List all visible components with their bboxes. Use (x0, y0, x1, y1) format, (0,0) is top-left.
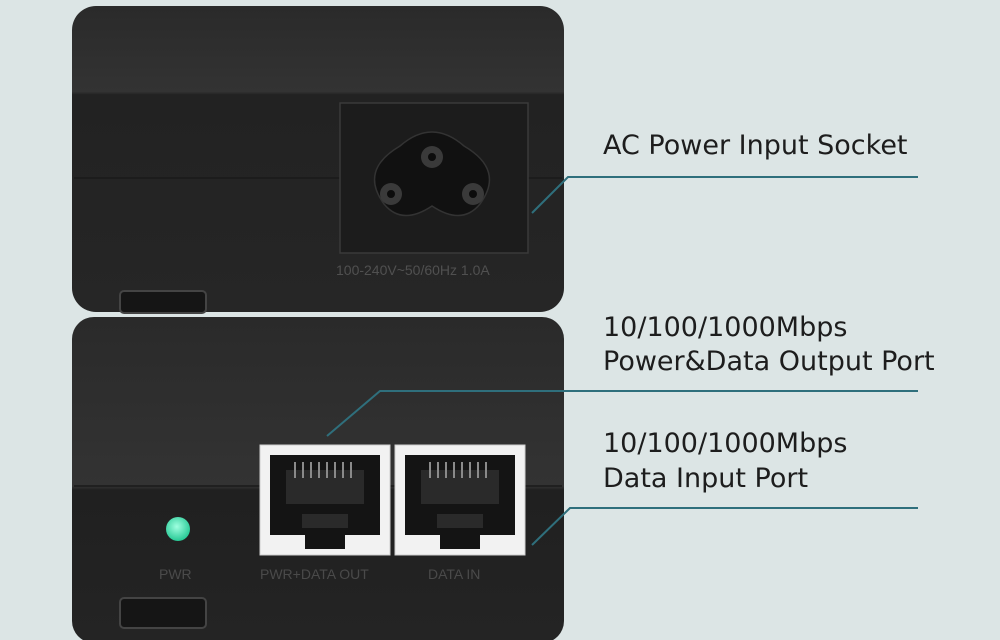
callout-output-port-line1: 10/100/1000Mbps (603, 312, 848, 343)
leader-line-input-port (531, 507, 918, 546)
rating-text: 100-240V~50/60Hz 1.0A (336, 262, 490, 278)
leader-line-ac-socket (531, 176, 918, 214)
callout-input-port-line1: 10/100/1000Mbps (603, 428, 848, 459)
port-in-label: DATA IN (428, 566, 481, 582)
ac-socket-face (373, 131, 491, 217)
ethernet-port-out[interactable] (259, 444, 391, 556)
power-led (166, 517, 190, 541)
port-out-label: PWR+DATA OUT (260, 566, 369, 582)
callout-input-port-line2: Data Input Port (603, 463, 809, 494)
bottom-unit (72, 317, 564, 640)
callout-output-port-line2: Power&Data Output Port (603, 346, 935, 377)
top-unit (72, 6, 564, 314)
leader-line-output-port (326, 390, 918, 437)
mount-clip-bottom (119, 597, 207, 629)
ethernet-port-in[interactable] (394, 444, 526, 556)
mount-clip-top (119, 290, 207, 314)
pwr-label: PWR (159, 566, 192, 582)
callout-ac-socket: AC Power Input Socket (603, 130, 908, 161)
